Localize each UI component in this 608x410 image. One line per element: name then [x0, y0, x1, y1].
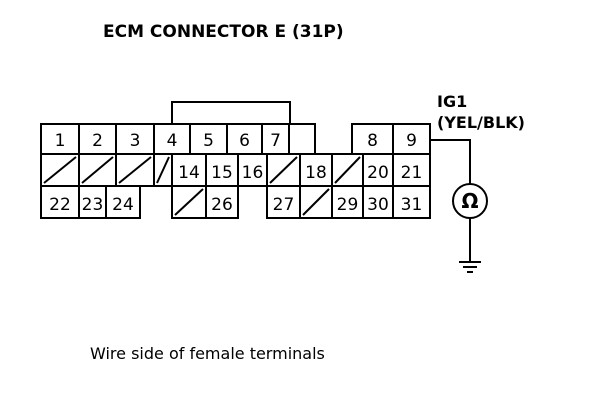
terminal-label-7: 7 — [270, 131, 281, 151]
caption: Wire side of female terminals — [90, 344, 325, 363]
terminal-label-26: 26 — [211, 195, 233, 215]
terminal-18 — [299, 153, 333, 187]
terminal-label-22: 22 — [49, 195, 71, 215]
blank-terminal-slash — [118, 156, 152, 184]
terminal-label-27: 27 — [273, 195, 295, 215]
terminal-label-18: 18 — [305, 163, 327, 183]
terminal-label-8: 8 — [367, 131, 378, 151]
blank-terminal-slash — [334, 156, 361, 184]
blank-terminal-slash — [43, 156, 77, 184]
terminal-label-1: 1 — [55, 131, 66, 151]
terminal-26 — [205, 185, 239, 219]
terminal-31 — [392, 185, 431, 219]
terminal-22 — [40, 185, 80, 219]
terminal-label-16: 16 — [242, 163, 264, 183]
blank-terminal-slash — [174, 188, 204, 216]
terminal-label-20: 20 — [367, 163, 389, 183]
terminal-label-2: 2 — [92, 131, 103, 151]
terminal-label-14: 14 — [178, 163, 200, 183]
terminal-label-29: 29 — [337, 195, 359, 215]
blank-terminal-slash — [156, 156, 170, 184]
terminal-label-4: 4 — [167, 131, 178, 151]
terminal-label-31: 31 — [401, 195, 423, 215]
diagram-title: ECM CONNECTOR E (31P) — [103, 22, 344, 42]
terminal-16 — [237, 153, 268, 187]
terminal-label-30: 30 — [367, 195, 389, 215]
wire-color-label: (YEL/BLK) — [437, 113, 525, 132]
blank-terminal-slash — [302, 188, 330, 216]
terminal-label-3: 3 — [130, 131, 141, 151]
blank-terminal-slash — [81, 156, 114, 184]
terminal-2 — [78, 123, 117, 155]
terminal-label-15: 15 — [211, 163, 233, 183]
terminal-label-9: 9 — [406, 131, 417, 151]
probe-wire — [430, 139, 471, 184]
terminal-14 — [171, 153, 207, 187]
terminal-label-21: 21 — [401, 163, 423, 183]
terminal-24 — [105, 185, 141, 219]
terminal-label-23: 23 — [82, 195, 104, 215]
connector-lock-tab — [171, 101, 291, 124]
terminal-30 — [362, 185, 394, 219]
ground-icon — [459, 261, 481, 273]
terminal-label-5: 5 — [203, 131, 214, 151]
terminal-label-6: 6 — [239, 131, 250, 151]
terminal-21 — [392, 153, 431, 187]
signal-name-label: IG1 — [437, 92, 467, 111]
terminal-label-24: 24 — [112, 195, 134, 215]
ohm-icon: Ω — [461, 189, 478, 213]
terminal-4 — [153, 123, 191, 155]
blank-terminal-slash — [269, 156, 298, 184]
